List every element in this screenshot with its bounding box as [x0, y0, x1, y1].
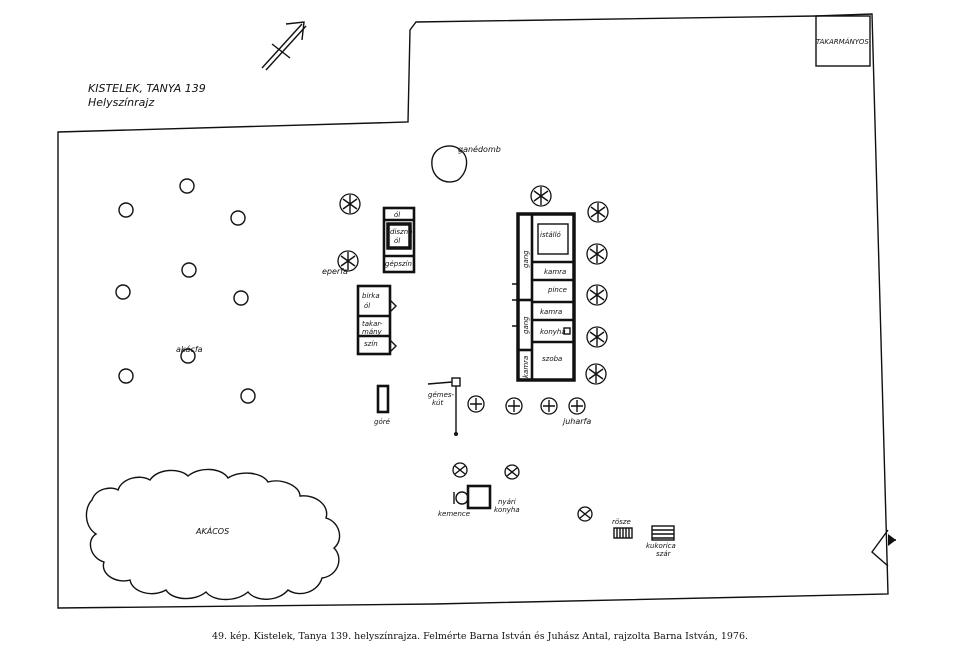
main-house [512, 212, 576, 382]
oven-label: kemence [438, 510, 470, 518]
plan-subtitle: Helyszínrajz [88, 96, 154, 109]
label-pigsty-1: disznó [390, 228, 413, 236]
corn-stalk-label-2: szár [656, 550, 672, 558]
corn-crib [376, 384, 390, 414]
room-pantry2: kamra [540, 308, 562, 316]
label-shed1: gépszín [385, 260, 412, 268]
room-pantry3: kamra [522, 356, 530, 378]
property-boundary [57, 13, 889, 609]
label-sheep-1: birka [362, 292, 380, 300]
acacia-grove [85, 468, 341, 601]
plan-title: KISTELEK, TANYA 139 [88, 82, 206, 95]
neighbor-plot [815, 15, 871, 67]
neighbor-label: TAKARMÁNYOS [816, 37, 869, 46]
label-ol: ól [394, 211, 400, 219]
room-room: szoba [542, 355, 562, 363]
label-fodder-2: mány [362, 328, 383, 336]
summer-kitchen-label-1: nyári [498, 498, 516, 506]
label-pigsty-2: ól [394, 237, 400, 245]
label-fodder-1: takar- [362, 320, 383, 328]
figure-caption: 49. kép. Kistelek, Tanya 139. helyszínra… [211, 631, 749, 642]
summer-kitchen [453, 484, 492, 510]
manure-heap [431, 145, 468, 183]
room-cellar: pince [547, 286, 567, 294]
rack-label: rösze [612, 518, 631, 526]
room-porch1: gang [522, 250, 530, 268]
label-sheep-2: ól [364, 302, 370, 310]
orchard-trees [115, 178, 256, 404]
room-stable: istálló [540, 231, 562, 239]
room-pantry1: kamra [544, 268, 566, 276]
shadoof-well [427, 377, 461, 436]
room-kitchen: konyha [540, 328, 566, 336]
room-porch2: gang [522, 316, 530, 334]
gate-arrow-icon [871, 529, 896, 567]
gate-arrow-head-icon [888, 534, 896, 546]
outbuilding-south [356, 284, 397, 356]
well-label-2: kút [432, 399, 443, 407]
summer-kitchen-label-2: konyha [494, 506, 520, 514]
north-arrow-icon [261, 21, 307, 71]
corn-stalk-lines [652, 529, 674, 539]
mulberry-label: eperfa [322, 267, 348, 276]
label-shed2: szín [364, 340, 378, 348]
rack-slats [616, 528, 630, 538]
maple-label: juharfa [562, 417, 591, 426]
manure-label: ganédomb [458, 144, 501, 154]
corn-stalk-stack [651, 525, 675, 541]
corn-crib-label: góré [374, 418, 391, 426]
acacia-tree-label: akácfa [176, 345, 203, 354]
acacia-grove-label: AKÁCOS [195, 525, 229, 536]
ornamental-trees [337, 185, 609, 522]
corn-stalk-label-1: kukorica [646, 542, 676, 550]
well-label-1: gémes- [428, 391, 455, 399]
outbuilding-north [382, 206, 416, 274]
